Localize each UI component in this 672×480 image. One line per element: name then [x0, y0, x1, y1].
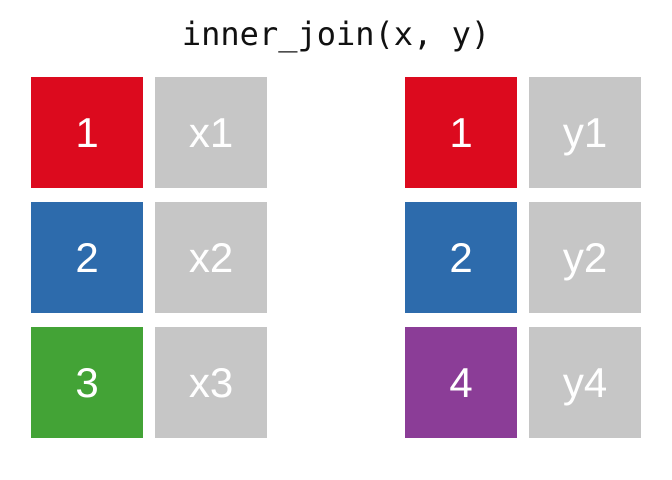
table-y-row2-value-cell: y2: [529, 202, 641, 313]
table-y-row3-key-cell: 4: [405, 327, 517, 438]
table-y: 1 y1 2 y2 4 y4: [405, 77, 641, 438]
table-x: 1 x1 2 x2 3 x3: [31, 77, 267, 438]
table-x-row3-key-cell: 3: [31, 327, 143, 438]
table-y-row2-key-cell: 2: [405, 202, 517, 313]
table-y-row1-key-cell: 1: [405, 77, 517, 188]
table-y-row1-value-cell: y1: [529, 77, 641, 188]
table-x-row2-key-cell: 2: [31, 202, 143, 313]
table-y-row3-value-cell: y4: [529, 327, 641, 438]
table-x-row3-value-cell: x3: [155, 327, 267, 438]
table-x-row1-value-cell: x1: [155, 77, 267, 188]
diagram-title: inner_join(x, y): [181, 15, 491, 53]
table-x-row1-key-cell: 1: [31, 77, 143, 188]
table-x-row2-value-cell: x2: [155, 202, 267, 313]
